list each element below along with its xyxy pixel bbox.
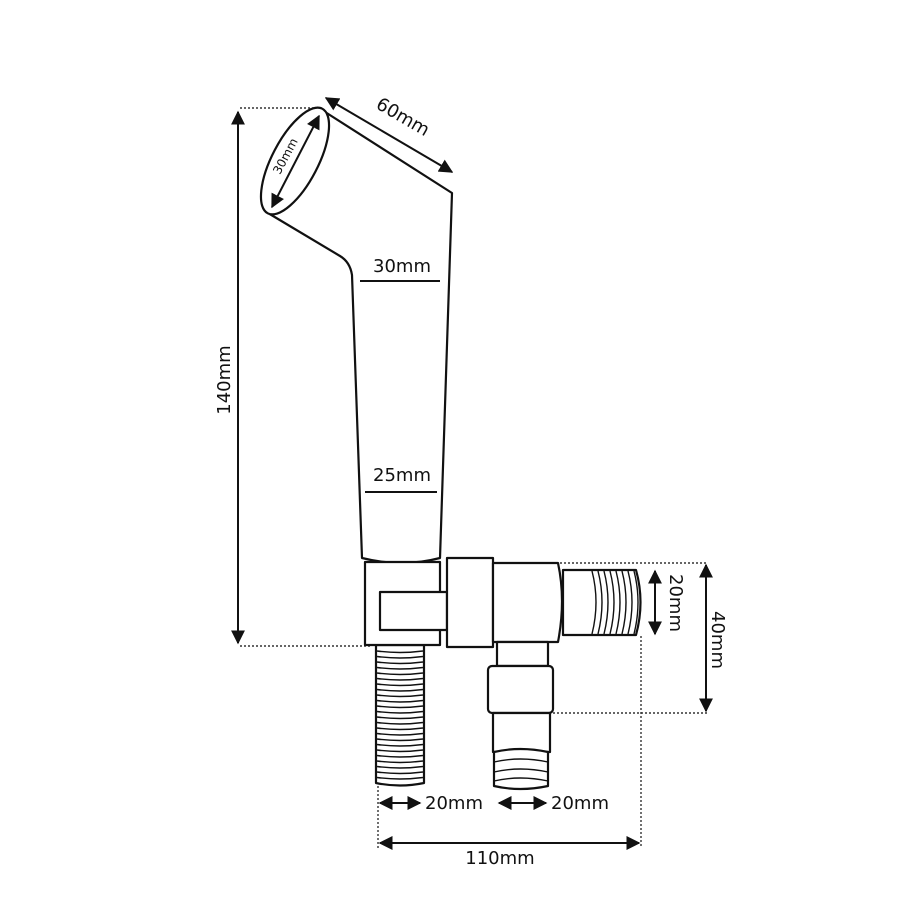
hose-rib — [376, 688, 424, 692]
holder — [363, 556, 495, 649]
hose-rib — [376, 655, 424, 659]
angle-valve — [486, 561, 642, 791]
hose-ribs — [376, 650, 424, 780]
outlet-thread — [591, 570, 639, 635]
valve-height-label: 40mm — [707, 611, 728, 669]
hose-rib — [376, 683, 424, 687]
head-length-label: 60mm — [372, 94, 433, 141]
thread-line — [591, 570, 597, 635]
hose-rib — [376, 749, 424, 753]
hose-rib — [376, 765, 424, 769]
hose-rib — [376, 760, 424, 764]
thread-line — [609, 570, 615, 635]
thread-line — [627, 570, 633, 635]
height-total-label: 140mm — [214, 345, 235, 414]
thread-line — [621, 570, 627, 635]
hose-rib — [376, 721, 424, 725]
hose-rib — [376, 716, 424, 720]
hose-rib — [376, 672, 424, 676]
hose-rib — [376, 754, 424, 758]
left-hose — [374, 643, 426, 787]
hose-rib — [376, 666, 424, 670]
thread-line — [633, 570, 639, 635]
sprayer-handle — [266, 108, 454, 565]
hose-rib — [376, 732, 424, 736]
handle-bottom-width-label: 25mm — [373, 465, 431, 486]
hose-rib — [376, 710, 424, 714]
hose-rib — [376, 743, 424, 747]
hose-rib — [376, 776, 424, 780]
hose-thread-left-label: 20mm — [425, 793, 483, 814]
thread-line — [615, 570, 621, 635]
hose-rib — [376, 738, 424, 742]
total-width-label: 110mm — [465, 848, 534, 869]
hose-rib — [376, 694, 424, 698]
hose-rib — [376, 650, 424, 654]
hose-rib — [376, 771, 424, 775]
hose-rib — [376, 727, 424, 731]
hose-rib — [376, 677, 424, 681]
outlet-thread-label: 20mm — [665, 574, 686, 632]
hose-rib — [376, 661, 424, 665]
dimension-lines — [231, 97, 713, 850]
handle-top-width-label: 30mm — [373, 256, 431, 277]
hose-thread-right-label: 20mm — [551, 793, 609, 814]
thread-line — [603, 570, 609, 635]
thread-line — [597, 570, 603, 635]
hose-rib — [376, 705, 424, 709]
hose-rib — [376, 699, 424, 703]
